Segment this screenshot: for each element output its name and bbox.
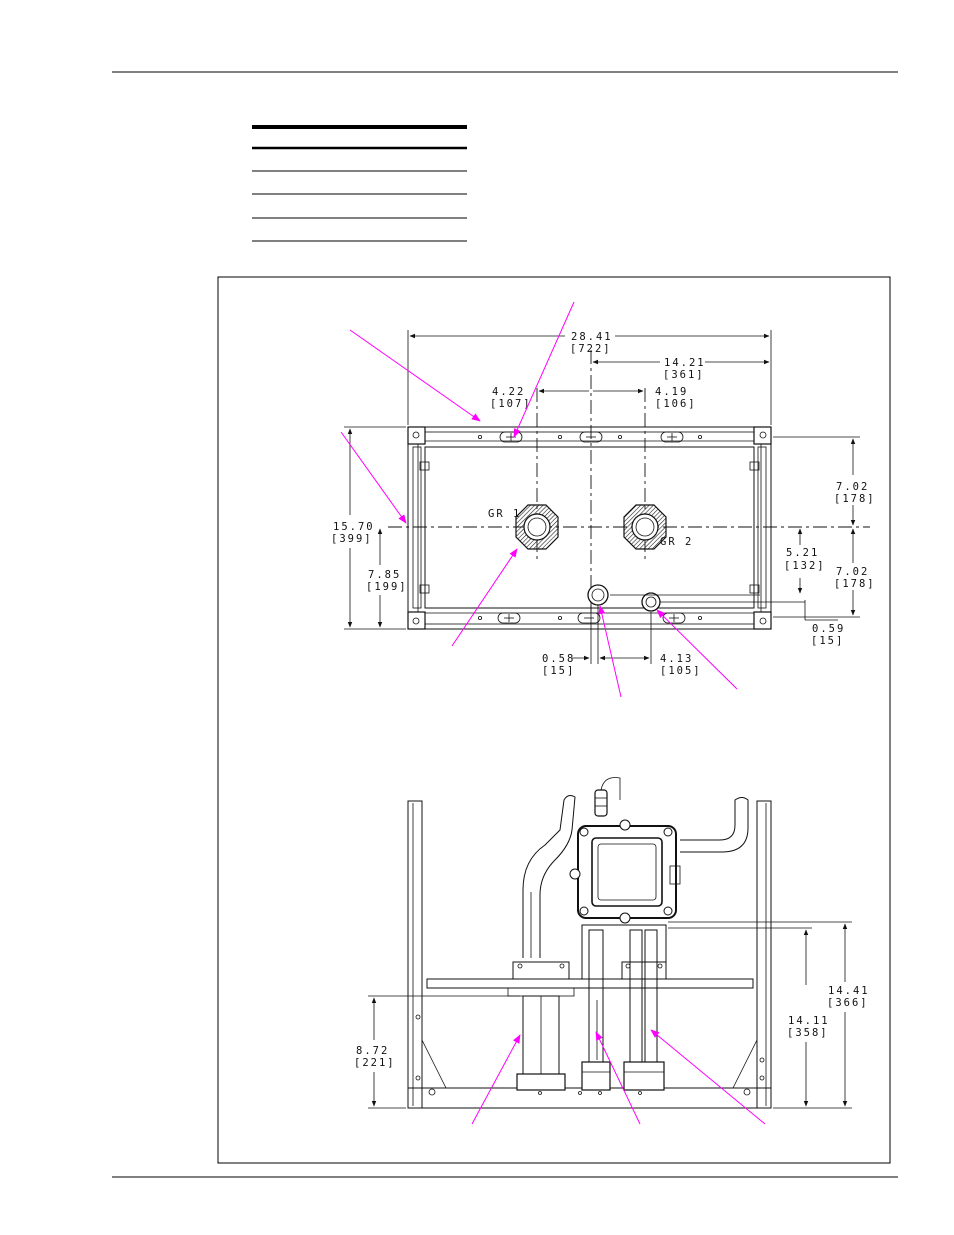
blank-table bbox=[252, 125, 467, 242]
corner-post bbox=[753, 426, 772, 445]
dim-right-offset-mm: [106] bbox=[655, 398, 697, 410]
dim-overall-depth: 15.70 bbox=[333, 521, 375, 533]
dim-bottom-gap: 0.59 bbox=[812, 623, 845, 635]
callout-leader bbox=[598, 605, 622, 698]
dim-top-height: 14.41 bbox=[828, 985, 870, 997]
gr1-port bbox=[515, 504, 559, 550]
dim-port-left-mm: [15] bbox=[542, 665, 575, 677]
dim-half-depth-mm: [199] bbox=[366, 581, 408, 593]
dim-base-height-mm: [221] bbox=[354, 1057, 396, 1069]
dim-base-height: 8.72 bbox=[356, 1045, 389, 1057]
figure-frame bbox=[217, 276, 891, 1164]
dim-half-width-mm: [361] bbox=[663, 369, 705, 381]
dim-port-height-mm: [132] bbox=[784, 560, 826, 572]
gr1-label: GR 1 bbox=[488, 508, 521, 520]
base-plate bbox=[407, 1087, 772, 1109]
dim-left-offset-mm: [107] bbox=[490, 398, 532, 410]
dim-upper-depth: 7.02 bbox=[836, 481, 869, 493]
left-upright bbox=[407, 800, 423, 1109]
gr2-port bbox=[623, 504, 667, 550]
callout-leader bbox=[471, 1034, 521, 1125]
left-pipe bbox=[522, 795, 576, 958]
dim-half-depth: 7.85 bbox=[368, 569, 401, 581]
right-pipe bbox=[680, 797, 749, 853]
corner-post bbox=[753, 611, 772, 630]
dim-top-height-mm: [366] bbox=[827, 997, 869, 1009]
supply-pipe bbox=[629, 929, 643, 1063]
callout-leader bbox=[451, 548, 518, 647]
callout-leader bbox=[595, 1031, 641, 1125]
callout-leader bbox=[656, 609, 738, 690]
dim-lower-depth: 7.02 bbox=[836, 566, 869, 578]
gr2-label: GR 2 bbox=[660, 536, 693, 548]
drain-port bbox=[587, 584, 609, 606]
dim-port-spacing-mm: [105] bbox=[660, 665, 702, 677]
dim-overall-width-mm: [722] bbox=[570, 343, 612, 355]
dim-overall-depth-mm: [399] bbox=[331, 533, 373, 545]
crossbar bbox=[426, 978, 754, 989]
mounting-slot bbox=[499, 431, 684, 443]
dim-port-height: 5.21 bbox=[786, 547, 819, 559]
corner-post bbox=[407, 426, 426, 445]
drain-port bbox=[641, 592, 661, 612]
dim-port-left: 0.58 bbox=[542, 653, 575, 665]
callout-leader bbox=[650, 1029, 766, 1125]
dim-half-width: 14.21 bbox=[664, 357, 706, 369]
dim-overall-width: 28.41 bbox=[571, 331, 613, 343]
dim-mid-height: 14.11 bbox=[788, 1015, 830, 1027]
callout-leader bbox=[513, 301, 575, 438]
mounting-slot bbox=[497, 612, 686, 624]
dim-right-offset: 4.19 bbox=[655, 386, 688, 398]
front-view: 8.72 [221] 14.11 [358] 14.41 [366] bbox=[354, 777, 870, 1125]
dim-upper-depth-mm: [178] bbox=[834, 493, 876, 505]
dim-bottom-gap-mm: [15] bbox=[811, 635, 844, 647]
right-upright bbox=[756, 800, 772, 1109]
dim-left-offset: 4.22 bbox=[492, 386, 525, 398]
corner-post bbox=[407, 611, 426, 630]
meter-window bbox=[591, 837, 663, 907]
callout-leader bbox=[340, 431, 407, 524]
supply-pipe bbox=[644, 929, 658, 1063]
dim-lower-depth-mm: [178] bbox=[834, 578, 876, 590]
dim-mid-height-mm: [358] bbox=[787, 1027, 829, 1039]
top-view: GR 1 GR 2 28.41 [722] 14.21 [361] 4.22 [… bbox=[331, 301, 876, 698]
dim-port-spacing: 4.13 bbox=[660, 653, 693, 665]
manifold-block bbox=[581, 924, 667, 980]
callout-leader bbox=[349, 329, 481, 422]
